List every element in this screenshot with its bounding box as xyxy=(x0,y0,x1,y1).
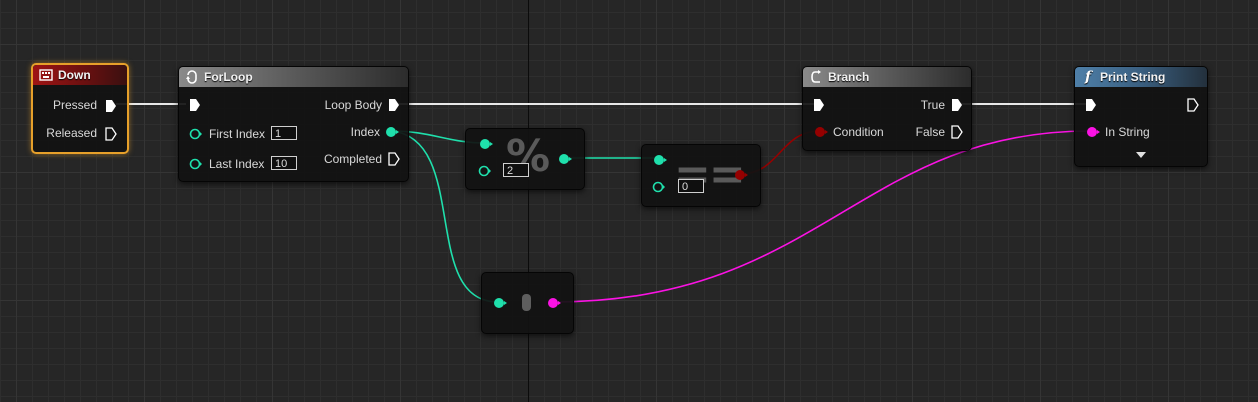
print-string-node-title: Print String xyxy=(1100,70,1166,84)
completed-exec-pin[interactable] xyxy=(388,152,400,166)
to-string-input-pin[interactable] xyxy=(492,296,508,310)
in-string-label: In String xyxy=(1105,125,1150,139)
to-string-output-pin[interactable] xyxy=(546,296,562,310)
equals-a-pin[interactable] xyxy=(652,153,668,167)
function-icon: f xyxy=(1084,69,1092,85)
first-index-label: First Index xyxy=(209,127,266,141)
true-exec-pin[interactable] xyxy=(951,98,963,112)
equals-result-pin[interactable] xyxy=(733,168,749,182)
branch-exec-in-pin[interactable] xyxy=(813,98,825,112)
expand-arrow-icon[interactable] xyxy=(1135,151,1147,159)
down-node-title: Down xyxy=(58,68,91,82)
index-pin[interactable] xyxy=(384,125,400,139)
loop-arrow-icon xyxy=(185,70,199,84)
keyboard-key-icon xyxy=(39,68,53,82)
print-string-node-header: f Print String xyxy=(1075,67,1207,87)
last-index-label: Last Index xyxy=(209,157,265,171)
forloop-node-title: ForLoop xyxy=(204,70,253,84)
branch-node[interactable]: Branch Condition True False xyxy=(802,66,972,151)
modulo-result-pin[interactable] xyxy=(557,152,573,166)
loop-body-exec-pin[interactable] xyxy=(388,98,400,112)
false-label: False xyxy=(915,125,945,139)
condition-pin[interactable] xyxy=(813,125,829,139)
first-index-field[interactable]: 1 xyxy=(271,126,297,140)
condition-label: Condition xyxy=(833,125,884,139)
branch-node-header: Branch xyxy=(803,67,971,87)
string-wire-tostring-instring xyxy=(553,130,1091,303)
completed-label: Completed xyxy=(323,152,382,166)
equals-b-field[interactable]: 0 xyxy=(678,179,704,193)
forloop-node[interactable]: ForLoop First Index 1 Last Index 10 Loop… xyxy=(178,66,409,182)
graph-origin-axis xyxy=(528,0,529,402)
released-label: Released xyxy=(46,126,97,140)
in-string-pin[interactable] xyxy=(1085,125,1101,139)
modulo-b-pin[interactable] xyxy=(478,164,492,178)
false-exec-pin[interactable] xyxy=(951,125,963,139)
print-string-node[interactable]: f Print String In String xyxy=(1074,66,1208,167)
conversion-dot-icon xyxy=(522,294,531,311)
forloop-exec-in-pin[interactable] xyxy=(189,98,201,112)
modulo-node[interactable]: % 2 xyxy=(465,128,585,190)
equals-node[interactable]: == 0 xyxy=(641,144,761,207)
last-index-pin[interactable] xyxy=(189,157,203,171)
down-key-event-node[interactable]: Down Pressed Released xyxy=(31,63,129,154)
print-exec-out-pin[interactable] xyxy=(1187,98,1199,112)
first-index-pin[interactable] xyxy=(189,127,203,141)
modulo-a-pin[interactable] xyxy=(478,137,494,151)
branch-icon xyxy=(809,70,823,84)
modulo-b-field[interactable]: 2 xyxy=(503,163,529,177)
equals-b-pin[interactable] xyxy=(652,180,666,194)
released-exec-pin[interactable] xyxy=(105,127,117,141)
true-label: True xyxy=(920,98,945,112)
pressed-label: Pressed xyxy=(52,98,97,112)
int-to-string-node[interactable] xyxy=(481,272,574,334)
down-node-header: Down xyxy=(33,65,127,85)
branch-node-title: Branch xyxy=(828,70,870,84)
last-index-field[interactable]: 10 xyxy=(271,156,297,170)
pressed-exec-pin[interactable] xyxy=(105,99,117,113)
forloop-node-header: ForLoop xyxy=(179,67,408,87)
print-exec-in-pin[interactable] xyxy=(1085,98,1097,112)
index-label: Index xyxy=(350,125,380,139)
loop-body-label: Loop Body xyxy=(324,98,382,112)
